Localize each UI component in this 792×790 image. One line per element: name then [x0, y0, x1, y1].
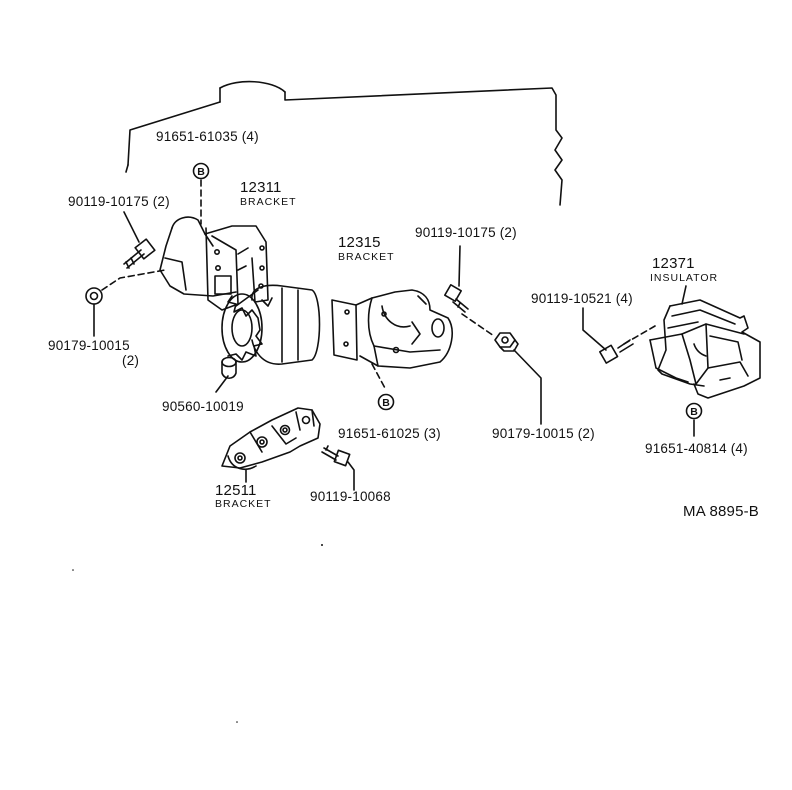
bracket-12315: [331, 289, 453, 369]
label-bolt-b-upper: 91651-61035 (4): [156, 129, 259, 144]
label-bracket-12315-name: BRACKET: [338, 251, 395, 263]
engine-block-outline: [125, 80, 563, 206]
label-bolt-lower: 90119-10068: [310, 489, 391, 504]
label-bolt-b-right: 91651-40814 (4): [645, 441, 748, 456]
engine-mount-bracket-12311: [159, 216, 269, 311]
bolt-upper-left: [123, 238, 156, 269]
label-bracket-12311-number: 12311: [240, 179, 282, 196]
bolt-lower: [321, 445, 351, 467]
b-marker-upper-letter: B: [197, 166, 205, 178]
nut-right: [494, 332, 519, 352]
bolt-upper-mid: [444, 284, 469, 313]
b-marker-upper: B: [192, 162, 210, 180]
b-marker-right: B: [685, 402, 703, 420]
label-bracket-12311-name: BRACKET: [240, 196, 297, 208]
label-bracket-12315-number: 12315: [338, 234, 381, 251]
insulator-12371: [649, 299, 761, 399]
b-marker-mid: B: [377, 393, 395, 411]
label-collar: 90560-10019: [162, 399, 244, 414]
label-bolt-right: 90119-10521 (4): [531, 291, 633, 306]
b-marker-right-letter: B: [690, 406, 698, 418]
bolt-right: [599, 339, 634, 364]
scan-specks: [72, 544, 323, 723]
bracket-12511: [221, 407, 321, 470]
label-bracket-12511-name: BRACKET: [215, 498, 272, 510]
b-marker-mid-letter: B: [382, 397, 390, 409]
label-insulator-12371-number: 12371: [652, 255, 695, 272]
callout-markers: B B B: [192, 162, 703, 420]
alternator: [221, 284, 321, 365]
nut-left: [85, 287, 103, 305]
label-bolt-upper-left: 90119-10175 (2): [68, 194, 170, 209]
label-nut-left-line2: (2): [122, 353, 140, 368]
label-bolt-b-mid: 91651-61025 (3): [338, 426, 441, 441]
label-insulator-12371-name: INSULATOR: [650, 272, 719, 284]
label-bolt-upper-mid: 90119-10175 (2): [415, 225, 517, 240]
label-nut-left-line1: 90179-10015: [48, 338, 130, 353]
figure-code: MA 8895-B: [683, 503, 760, 520]
label-bracket-12511-number: 12511: [215, 482, 257, 499]
leader-lines: [93, 179, 695, 491]
collar-sleeve: [221, 356, 237, 380]
label-nut-right: 90179-10015 (2): [492, 426, 595, 441]
